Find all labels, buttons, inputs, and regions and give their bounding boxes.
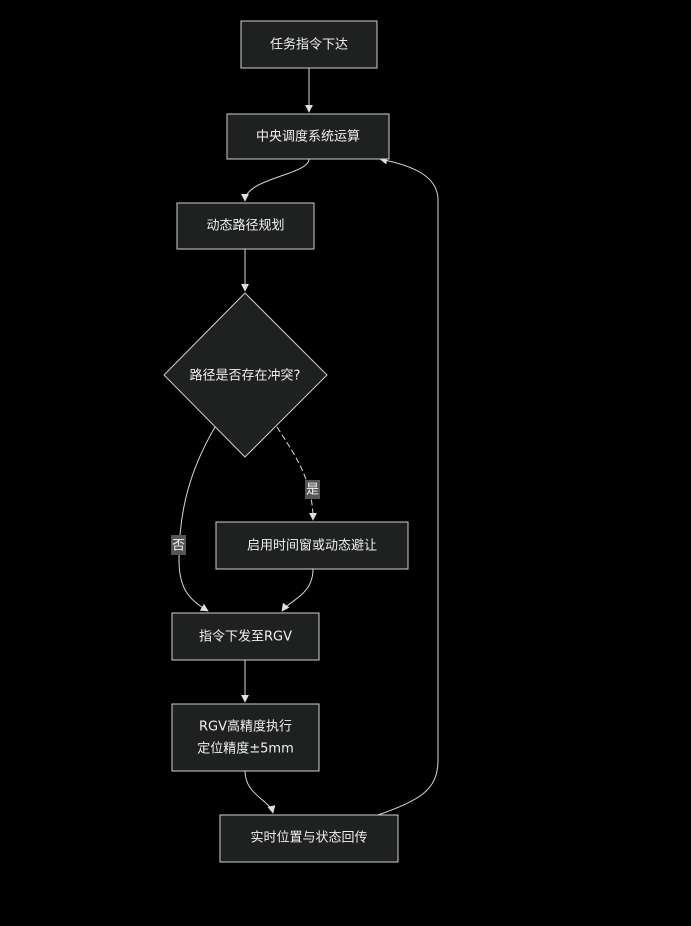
node-label-line2: 定位精度±5mm — [197, 741, 294, 757]
edge-label-no-text: 否 — [172, 539, 185, 554]
edge-decision-no — [178, 426, 216, 612]
edge-label-yes: 是 — [305, 480, 320, 499]
node-avoidance: 启用时间窗或动态避让 — [215, 521, 409, 570]
edge-avoid-to-dispatch — [281, 568, 314, 612]
edge-decision-yes — [276, 426, 317, 521]
edge-label-yes-text: 是 — [306, 483, 319, 498]
node-label: 指令下发至RGV — [199, 629, 292, 645]
node-rgv-execute: RGV高精度执行 定位精度±5mm — [171, 703, 320, 772]
node-label: 启用时间窗或动态避让 — [247, 538, 377, 554]
node-path-planning: 动态路径规划 — [176, 202, 315, 250]
node-label: 任务指令下达 — [270, 37, 348, 53]
node-label: 动态路径规划 — [206, 218, 284, 234]
node-dispatch-rgv: 指令下发至RGV — [171, 612, 320, 661]
node-task-dispatch: 任务指令下达 — [240, 20, 378, 69]
edge-feedback-to-central — [377, 156, 439, 816]
node-label: 中央调度系统运算 — [256, 129, 360, 145]
node-label: 实时位置与状态回传 — [250, 831, 367, 846]
edge-central-to-planning — [241, 158, 310, 202]
node-label-line1: RGV高精度执行 — [199, 719, 292, 735]
node-label: 路径是否存在冲突? — [190, 368, 301, 384]
edge-label-no: 否 — [171, 535, 186, 555]
edge-execute-to-feedback — [244, 770, 276, 814]
node-central-scheduling: 中央调度系统运算 — [226, 113, 390, 160]
node-status-feedback: 实时位置与状态回传 — [219, 814, 399, 863]
node-conflict-decision: 路径是否存在冲突? — [163, 292, 328, 458]
